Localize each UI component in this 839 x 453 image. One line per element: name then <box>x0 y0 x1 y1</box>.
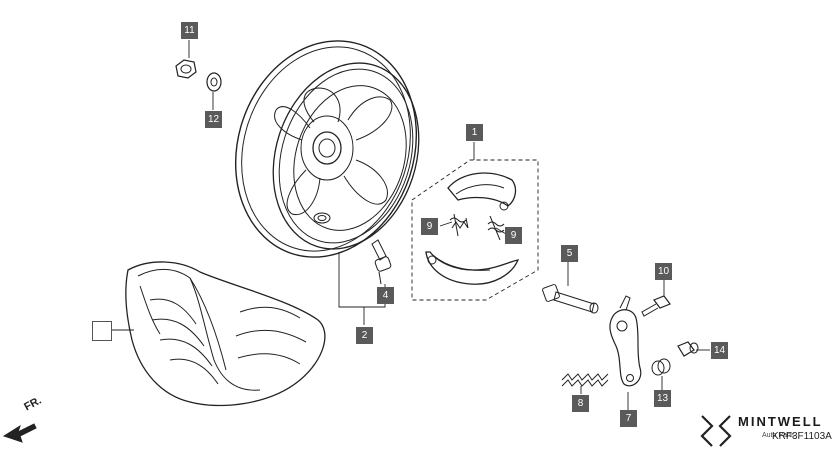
washer[interactable] <box>206 72 222 92</box>
brake-arm[interactable] <box>609 295 642 387</box>
callout-13[interactable]: 13 <box>654 390 671 407</box>
callout-9-right[interactable]: 9 <box>505 227 522 244</box>
callout-7[interactable]: 7 <box>620 410 637 427</box>
collar[interactable] <box>651 358 671 376</box>
nut[interactable] <box>175 59 197 79</box>
callout-12[interactable]: 12 <box>205 111 222 128</box>
callout-4[interactable]: 4 <box>377 287 394 304</box>
bolt[interactable] <box>641 295 671 317</box>
callout-8[interactable]: 8 <box>572 395 589 412</box>
spring-left[interactable] <box>449 213 469 237</box>
valve-stem[interactable] <box>371 239 392 285</box>
diagram-code: KRF3F1103A <box>772 431 832 442</box>
callout-11[interactable]: 11 <box>181 22 198 39</box>
cap-nut[interactable] <box>677 341 699 357</box>
brake-shoe-lower[interactable] <box>425 251 520 285</box>
tire[interactable] <box>125 261 326 407</box>
brand-name: MINTWELL <box>738 414 823 429</box>
brand-logo-icon <box>700 415 732 447</box>
callout-10[interactable]: 10 <box>655 263 672 280</box>
leader-lines <box>102 40 710 410</box>
front-direction-arrow-icon <box>2 423 37 443</box>
return-spring[interactable] <box>561 373 609 387</box>
callout-2[interactable]: 2 <box>356 327 373 344</box>
brake-cam[interactable] <box>542 284 599 314</box>
callout-tire-blank[interactable] <box>92 321 112 341</box>
brake-shoe-upper[interactable] <box>447 172 517 211</box>
callout-5[interactable]: 5 <box>561 245 578 262</box>
wheel-rim[interactable] <box>208 17 443 281</box>
callout-9-left[interactable]: 9 <box>421 218 438 235</box>
brand-subtitle: Auto Parts <box>762 432 795 439</box>
brake-shoe-set-box <box>411 159 539 301</box>
callout-1[interactable]: 1 <box>466 124 483 141</box>
callout-14[interactable]: 14 <box>711 342 728 359</box>
